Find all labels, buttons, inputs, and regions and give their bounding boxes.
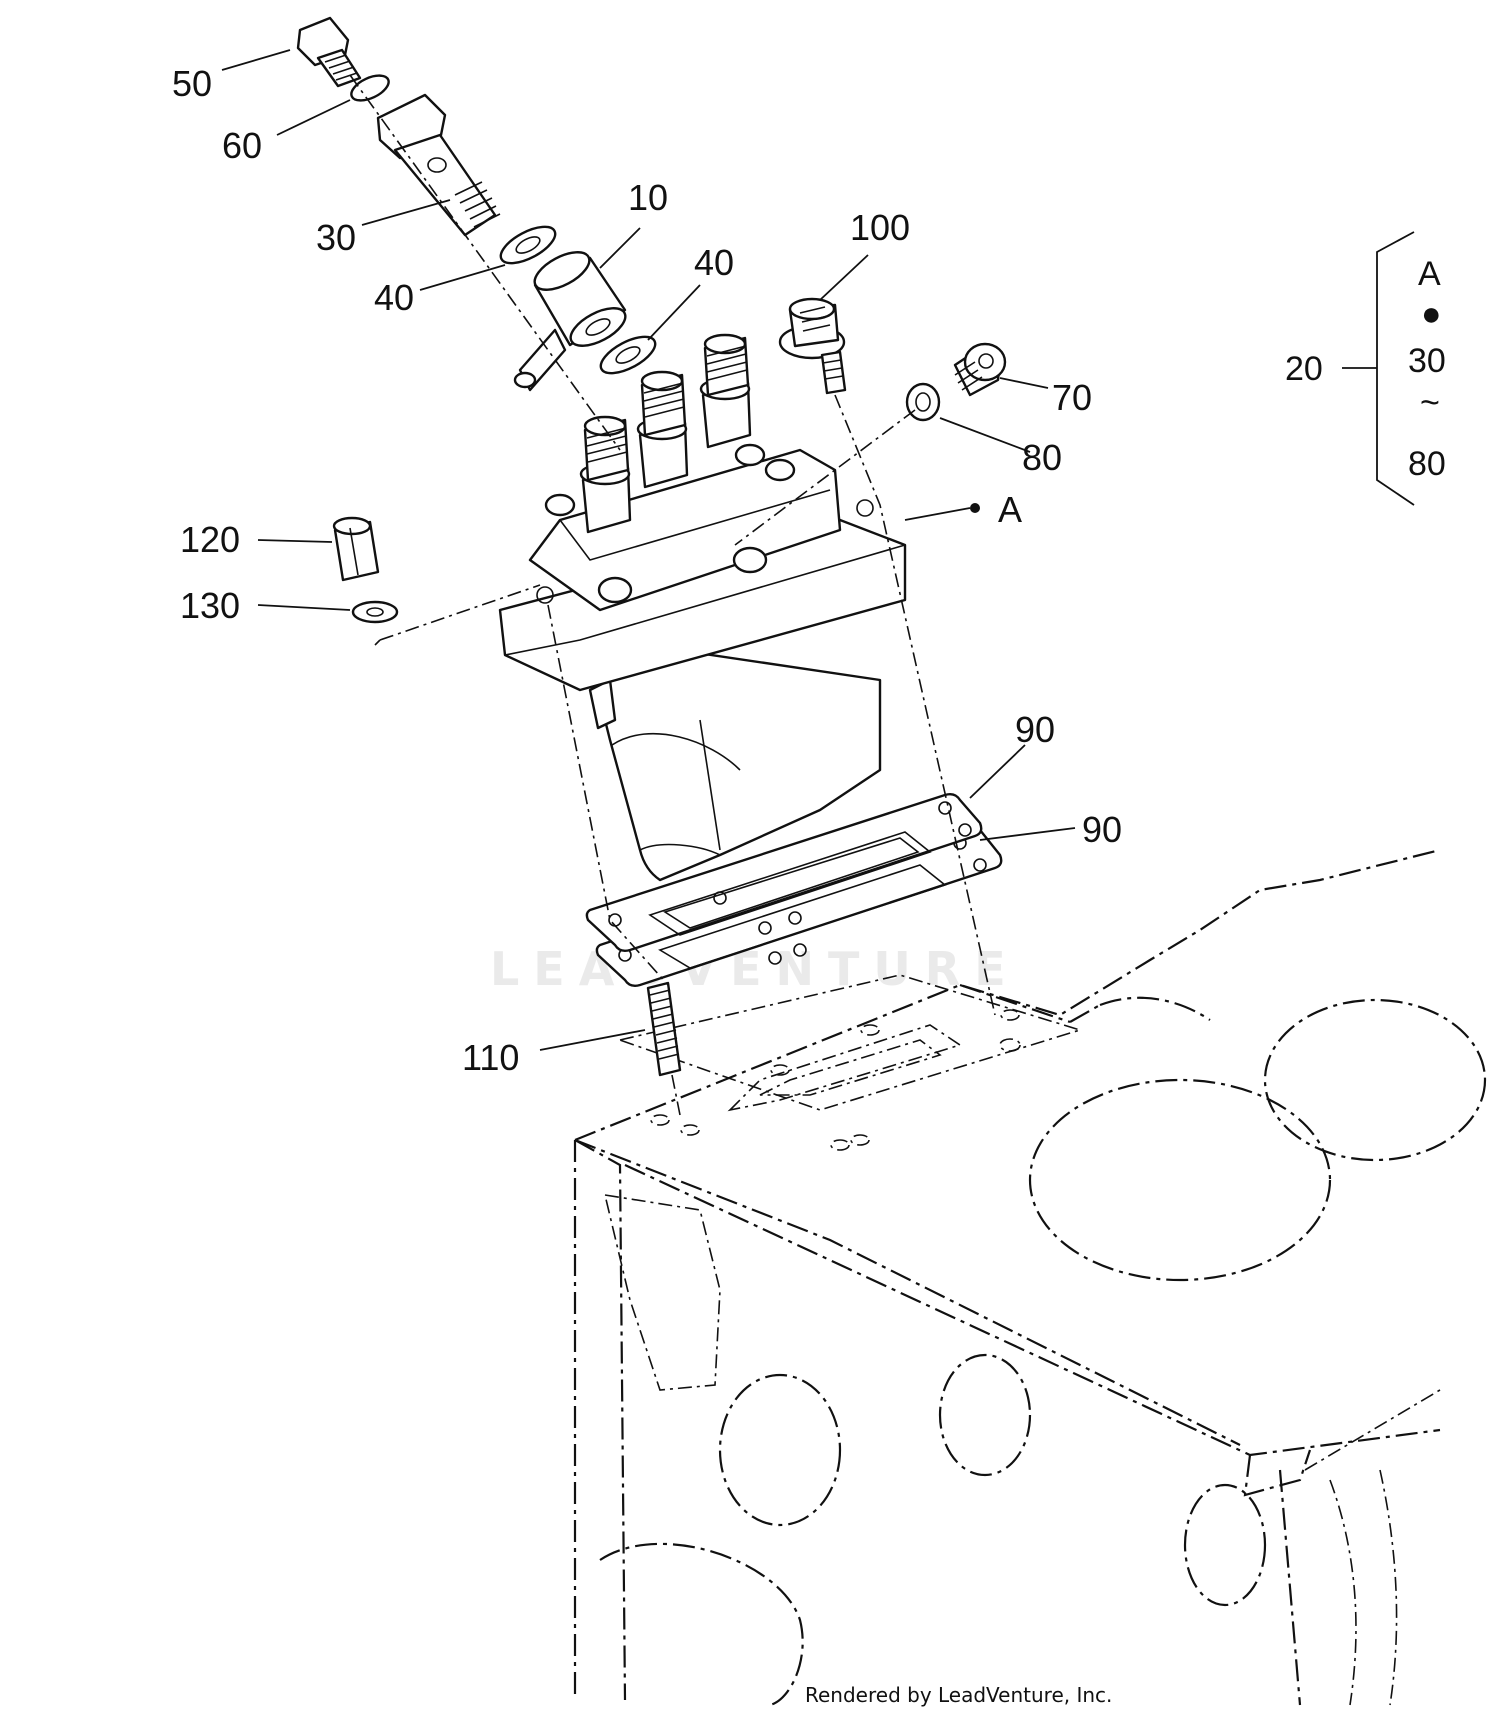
- callout-90-b: 90: [1082, 809, 1122, 850]
- gasket-90-upper: [585, 792, 983, 953]
- callout-80: 80: [1022, 437, 1062, 478]
- legend-bullet: ●: [1421, 295, 1442, 333]
- callout-A: A: [998, 489, 1022, 530]
- callout-70: 70: [1052, 377, 1092, 418]
- callout-40-b: 40: [694, 242, 734, 283]
- washer-60: [350, 74, 390, 102]
- washer-80: [905, 382, 941, 422]
- center-lines: [349, 74, 996, 1116]
- callout-110: 110: [462, 1037, 519, 1078]
- nut-120: [332, 516, 380, 582]
- washer-130: [351, 600, 399, 624]
- washer-40-a: [499, 225, 557, 265]
- callout-labels: 50 60 30 40 10 40 100 70 80 A 120 130 90…: [172, 63, 1122, 1078]
- valve-30: [376, 93, 501, 237]
- legend-to: 80: [1408, 445, 1446, 483]
- legend-ref-a: A: [1418, 255, 1441, 293]
- washer-40-b: [599, 335, 657, 375]
- callout-130: 130: [180, 585, 240, 626]
- banjo-10: [513, 251, 627, 392]
- callout-100: 100: [850, 207, 910, 248]
- plug-70: [953, 342, 1007, 397]
- stud-110: [646, 981, 682, 1077]
- callout-40-a: 40: [374, 277, 414, 318]
- delivery-valve-1: [579, 415, 632, 534]
- engine-block: [573, 848, 1487, 1707]
- callout-90-a: 90: [1015, 709, 1055, 750]
- assembly-legend: 20 A ● 30 ~ 80: [1285, 231, 1446, 506]
- bolt-50: [296, 16, 362, 88]
- delivery-valve-2: [636, 370, 689, 489]
- callout-10: 10: [628, 177, 668, 218]
- injection-pump: [498, 333, 907, 882]
- reference-a-dot: [970, 503, 980, 513]
- callout-30: 30: [316, 217, 356, 258]
- callout-50: 50: [172, 63, 212, 104]
- leader-lines: [221, 49, 1076, 1051]
- callout-60: 60: [222, 125, 262, 166]
- legend-item-20: 20: [1285, 350, 1323, 388]
- watermark: LEADVENTURE: [490, 942, 1020, 996]
- delivery-valve-3: [699, 333, 752, 449]
- legend-from: 30: [1408, 342, 1446, 380]
- footer-credit: Rendered by LeadVenture, Inc.: [805, 1683, 1112, 1707]
- legend-tilde: ~: [1420, 384, 1440, 422]
- callout-120: 120: [180, 519, 240, 560]
- bolt-100: [778, 297, 847, 395]
